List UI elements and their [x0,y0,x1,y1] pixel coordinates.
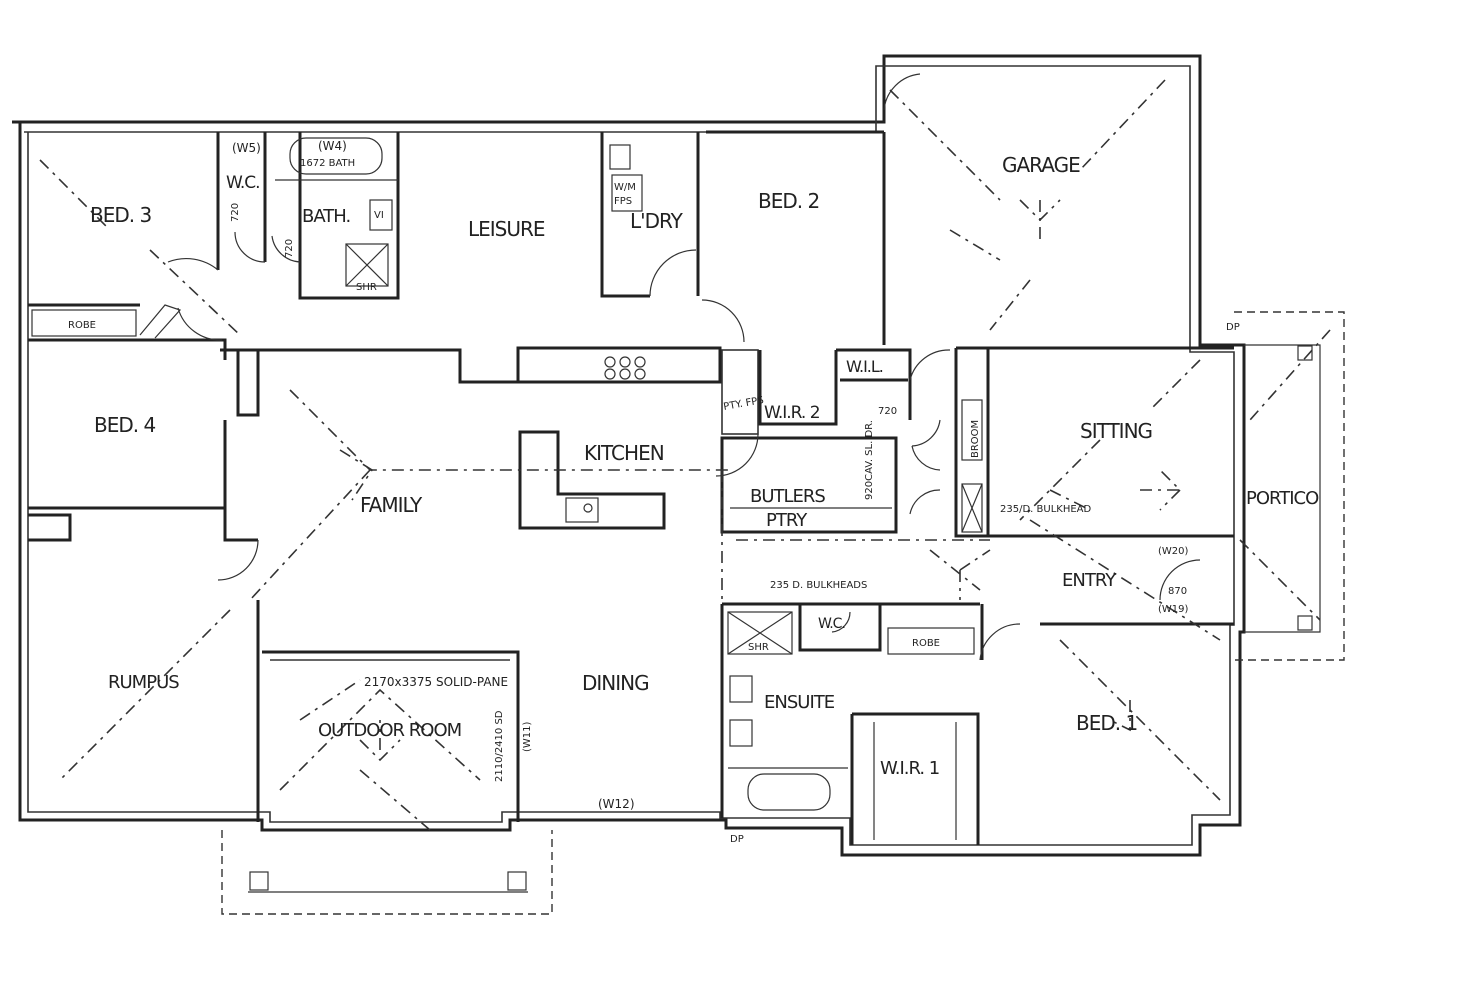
room-bed2: BED. 2 [758,189,819,213]
room-bath: BATH. [302,206,350,227]
door-swings [167,73,1201,661]
note-robe-bed3: ROBE [68,320,96,331]
interior-walls [28,130,1345,915]
exterior-walls [12,54,1246,857]
note-bulkhead-sitting: 235/D. BULKHEAD [1000,504,1092,515]
room-butlers: BUTLERS [750,486,825,507]
note-bulkhead-entry: 235 D. BULKHEADS [770,580,867,591]
note-w4: (W4) [318,139,347,153]
note-robe-entry: ROBE [912,638,940,649]
room-rumpus: RUMPUS [108,672,179,693]
room-laundry: L'DRY [630,209,684,233]
room-wir1: W.I.R. 1 [880,758,939,779]
room-dining: DINING [582,671,649,695]
room-bed4: BED. 4 [94,413,155,437]
note-720-wil: 720 [878,406,897,417]
roof-lines [39,79,1331,831]
room-entry: ENTRY [1062,570,1117,591]
room-family: FAMILY [360,493,423,517]
room-labels: BED. 3 W.C. BATH. LEISURE L'DRY BED. 2 G… [90,153,1320,779]
note-870: 870 [1168,586,1187,597]
room-leisure: LEISURE [468,217,545,241]
note-w11-size: 2110/2410 SD [494,710,505,782]
room-wc-top: W.C. [226,173,260,193]
room-garage: GARAGE [1002,153,1080,177]
room-bed3: BED. 3 [90,203,151,227]
room-wir2: W.I.R. 2 [764,403,820,423]
note-w12: (W12) [598,797,635,811]
room-kitchen: KITCHEN [584,441,664,465]
note-shr-ensuite: SHR [748,642,769,653]
note-dp-dining: DP [730,834,744,845]
note-slid-door: 920CAV. SL. DR. [864,420,875,500]
room-ensuite: ENSUITE [764,692,835,713]
note-outdoor-size: 2170x3375 SOLID-PANE [364,675,508,689]
room-bed1: BED. 1 [1076,711,1137,735]
room-wil: W.I.L. [846,357,883,376]
note-w11: (W11) [522,721,533,752]
note-720-wc: 720 [230,203,241,222]
note-w20: (W20) [1158,546,1189,557]
room-sitting: SITTING [1080,419,1152,443]
room-portico: PORTICO [1246,488,1319,509]
note-fps: FPS [614,196,632,207]
room-wc-ensuite: W.C. [818,616,845,632]
note-vi: VI [374,210,384,221]
note-720-bath: 720 [284,239,295,258]
note-shr-bath: SHR [356,282,377,293]
note-w19: (W19) [1158,604,1189,615]
room-outdoor: OUTDOOR ROOM [318,720,461,741]
note-broom: BROOM [970,420,981,458]
note-wm: W/M [614,182,636,193]
annotations: (W5) (W4) 1672 BATH 720 720 720 W/M FPS … [68,139,1240,845]
note-w5: (W5) [232,141,261,155]
note-bath-size: 1672 BATH [300,158,355,169]
room-ptry: PTRY [766,510,808,531]
note-dp-portico: DP [1226,322,1240,333]
